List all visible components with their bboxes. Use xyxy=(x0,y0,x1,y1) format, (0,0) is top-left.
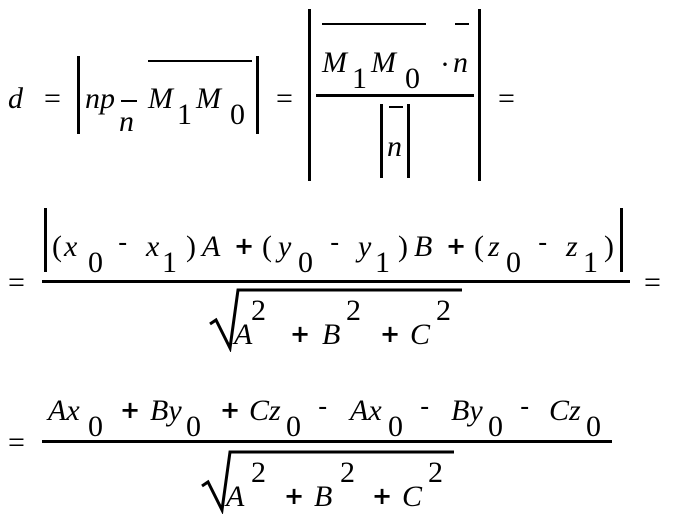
exponent-2: 2 xyxy=(346,294,361,327)
term-Ax: Ax xyxy=(350,394,382,427)
subscript-0: 0 xyxy=(186,410,201,443)
sqrt-icon xyxy=(201,450,454,514)
var-z: z xyxy=(488,230,500,263)
vector-n: n xyxy=(453,46,468,79)
vector-bar xyxy=(455,23,469,25)
vector-bar xyxy=(121,100,137,102)
coef-B: B xyxy=(322,318,341,351)
proj-sub-n: n xyxy=(119,105,134,138)
term-Ax: Ax xyxy=(48,394,80,427)
abs-bar-left xyxy=(77,56,80,134)
coef-A: A xyxy=(234,318,253,351)
subscript-0: 0 xyxy=(286,410,301,443)
plus-sign: + xyxy=(380,320,401,348)
subscript-0: 0 xyxy=(405,62,420,95)
minus-sign: - xyxy=(420,392,430,422)
exponent-2: 2 xyxy=(428,456,443,489)
vector-bar xyxy=(322,23,426,25)
paren-open: ( xyxy=(474,230,484,263)
var-x: x xyxy=(64,230,78,263)
fraction-bar xyxy=(42,440,612,443)
subscript-0: 0 xyxy=(586,410,601,443)
var-d: d xyxy=(8,82,23,115)
fraction-bar xyxy=(42,280,630,283)
subscript-1: 1 xyxy=(375,246,390,279)
proj-np: np xyxy=(85,82,115,115)
paren-close: ) xyxy=(398,230,408,263)
plus-sign: + xyxy=(284,482,305,510)
subscript-0: 0 xyxy=(488,410,503,443)
sqrt-icon xyxy=(209,288,462,352)
subscript-0: 0 xyxy=(88,246,103,279)
coef-A: A xyxy=(202,230,221,263)
paren-close: ) xyxy=(186,230,196,263)
var-z: z xyxy=(566,230,578,263)
abs-bar-right xyxy=(620,208,623,272)
plus-sign: + xyxy=(120,396,141,424)
vector-n: n xyxy=(387,130,402,163)
paren-close: ) xyxy=(604,230,614,263)
term-Cz: Cz xyxy=(549,394,581,427)
point-M: M xyxy=(322,46,347,79)
plus-sign: + xyxy=(234,232,255,260)
exponent-2: 2 xyxy=(251,294,266,327)
abs-bar-right xyxy=(256,56,259,134)
subscript-0: 0 xyxy=(388,410,403,443)
minus-sign: - xyxy=(118,228,128,258)
subscript-1: 1 xyxy=(162,246,177,279)
exponent-2: 2 xyxy=(251,456,266,489)
vector-bar xyxy=(389,106,403,108)
abs-bar-left xyxy=(380,104,383,178)
subscript-1: 1 xyxy=(177,98,192,131)
minus-sign: - xyxy=(538,228,548,258)
plus-sign: + xyxy=(446,232,467,260)
coef-A: A xyxy=(226,480,245,513)
point-M: M xyxy=(371,46,396,79)
subscript-0: 0 xyxy=(88,410,103,443)
coef-C: C xyxy=(402,480,423,513)
abs-bar-left xyxy=(44,208,47,272)
subscript-0: 0 xyxy=(230,98,245,131)
point-M: M xyxy=(196,82,221,115)
subscript-1: 1 xyxy=(583,246,598,279)
plus-sign: + xyxy=(290,320,311,348)
dot-operator: · xyxy=(440,48,450,81)
minus-sign: - xyxy=(318,392,328,422)
coef-C: C xyxy=(410,318,431,351)
var-x: x xyxy=(146,230,160,263)
fraction-bar xyxy=(316,94,474,97)
paren-open: ( xyxy=(52,230,62,263)
equals-sign: = xyxy=(8,426,25,459)
term-By: By xyxy=(150,394,182,427)
equals-sign: = xyxy=(498,82,515,115)
exponent-2: 2 xyxy=(436,294,451,327)
coef-B: B xyxy=(414,230,433,263)
equals-sign: = xyxy=(276,82,293,115)
abs-bar-right xyxy=(407,104,410,178)
subscript-1: 1 xyxy=(352,62,367,95)
point-M: M xyxy=(148,82,173,115)
plus-sign: + xyxy=(220,396,241,424)
equals-sign: = xyxy=(8,266,25,299)
equals-sign: = xyxy=(44,82,61,115)
abs-bar-right xyxy=(478,9,481,181)
term-By: By xyxy=(451,394,483,427)
equals-sign: = xyxy=(644,266,661,299)
minus-sign: - xyxy=(330,228,340,258)
exponent-2: 2 xyxy=(340,456,355,489)
coef-B: B xyxy=(314,480,333,513)
var-y: y xyxy=(358,230,372,263)
term-Cz: Cz xyxy=(249,394,281,427)
subscript-0: 0 xyxy=(298,246,313,279)
vector-bar xyxy=(148,60,252,62)
var-y: y xyxy=(278,230,292,263)
paren-open: ( xyxy=(262,230,272,263)
minus-sign: - xyxy=(520,392,530,422)
abs-bar-left xyxy=(308,9,311,181)
plus-sign: + xyxy=(372,482,393,510)
subscript-0: 0 xyxy=(506,246,521,279)
